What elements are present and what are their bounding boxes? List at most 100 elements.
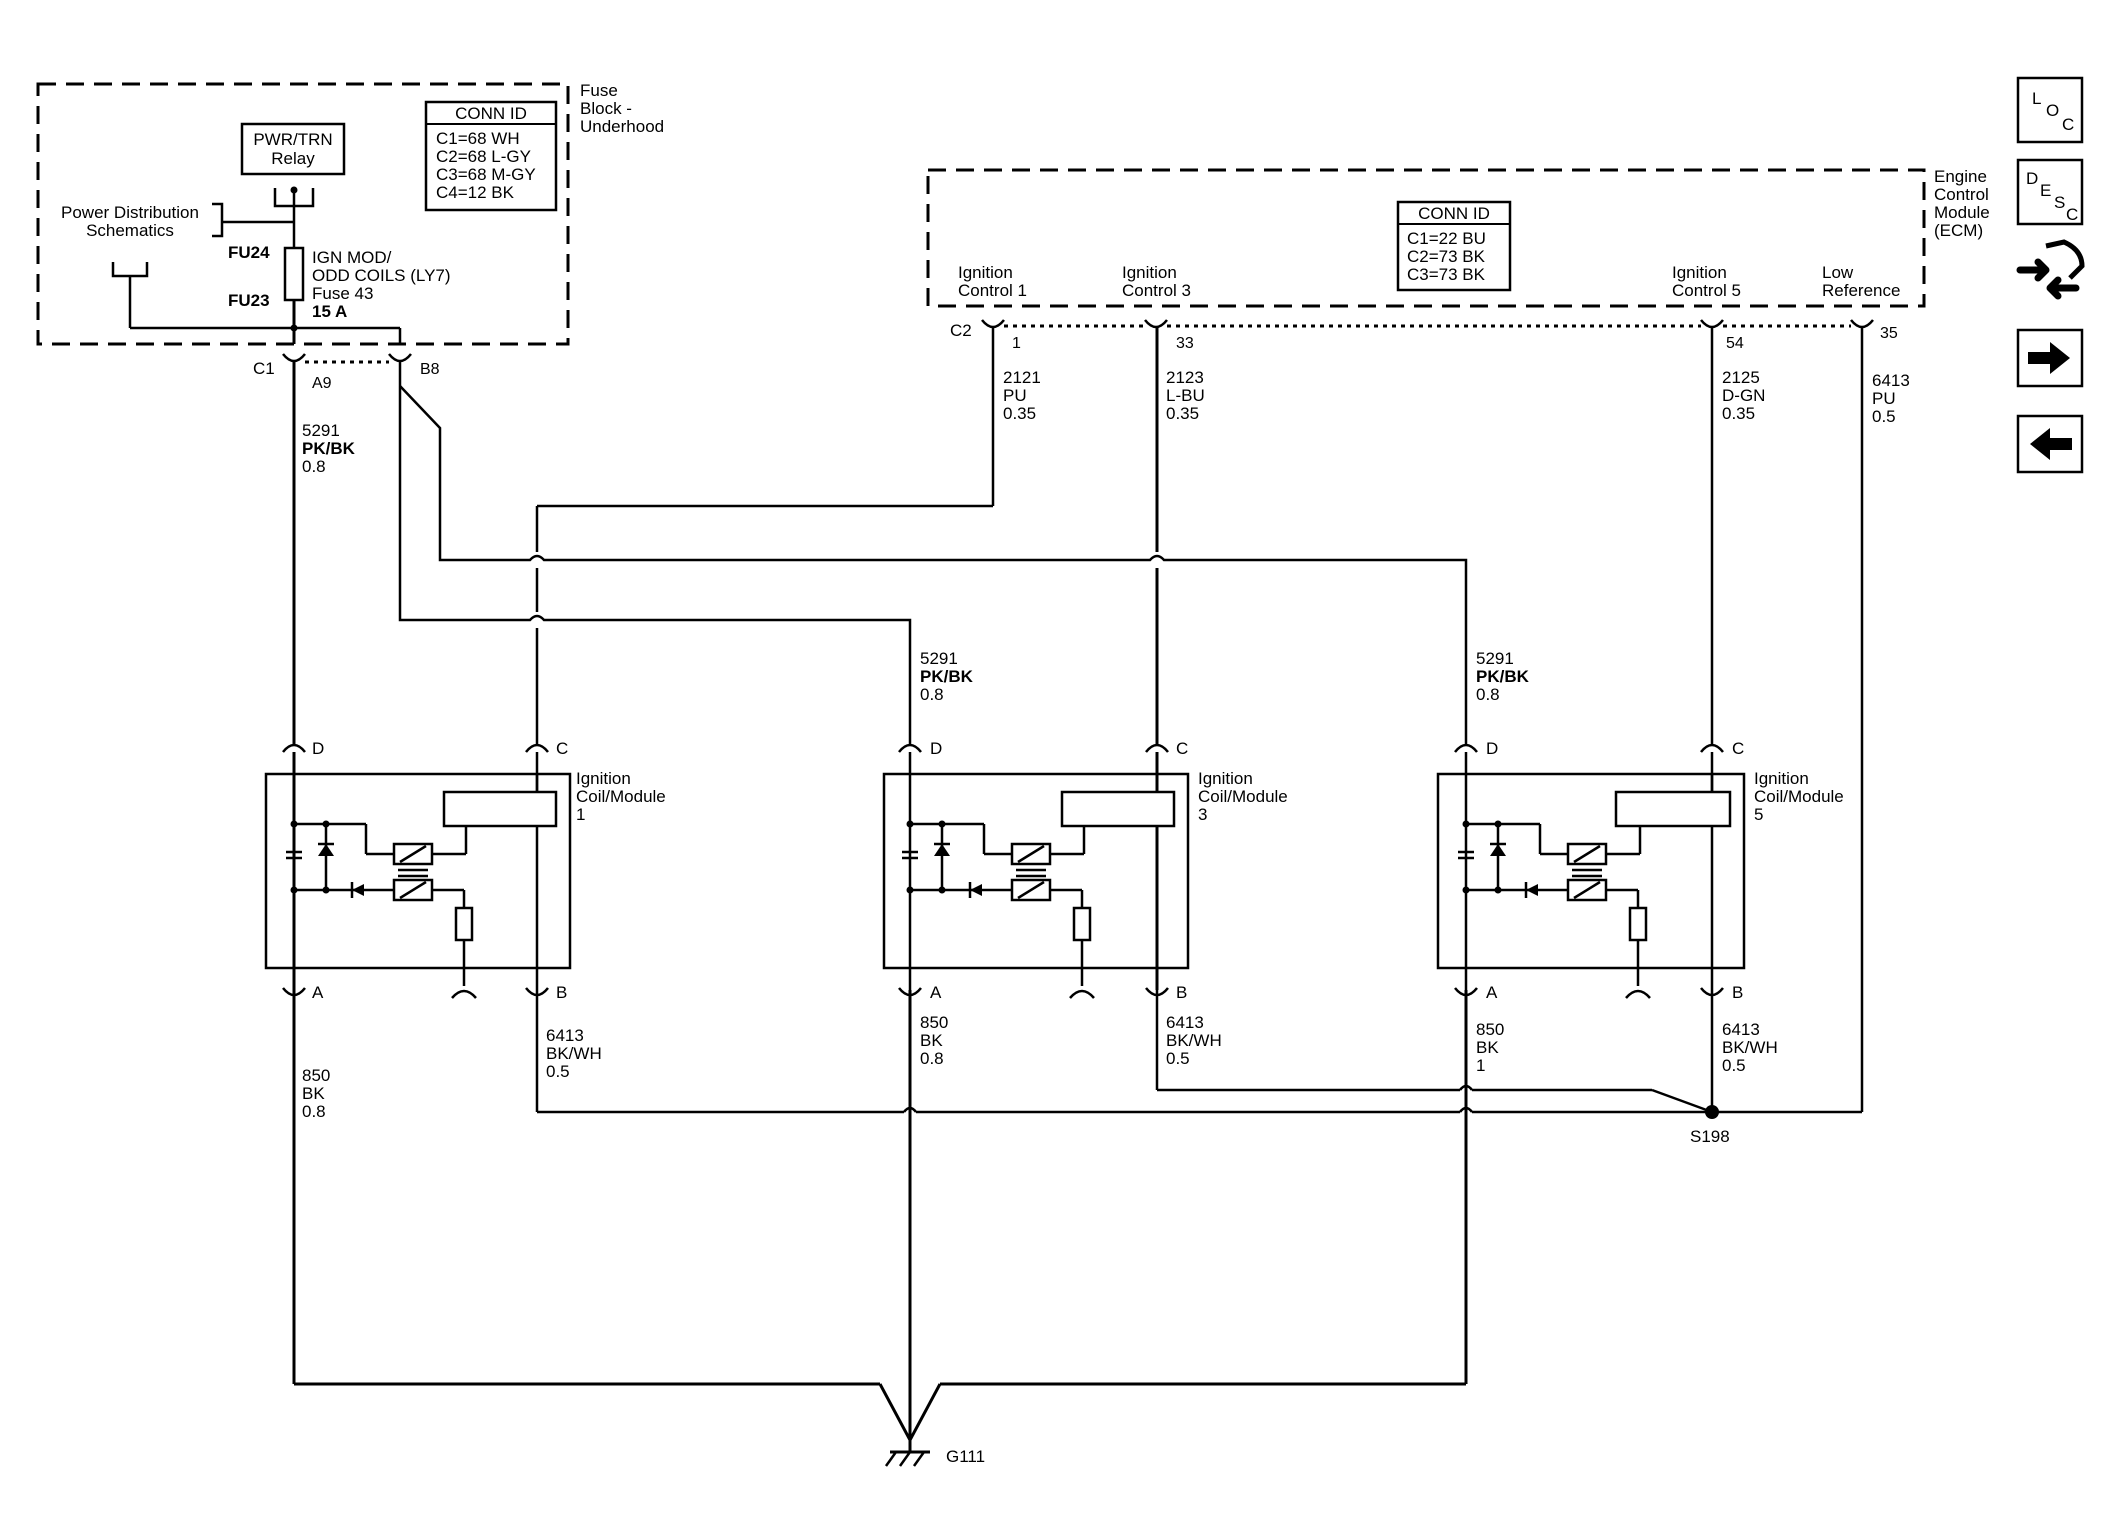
ecm-pin-label-3b: Control 3: [1122, 281, 1191, 300]
svg-text:BK/WH: BK/WH: [1722, 1038, 1778, 1057]
svg-text:850: 850: [1476, 1020, 1504, 1039]
svg-text:Ignition: Ignition: [1198, 769, 1253, 788]
svg-text:2123: 2123: [1166, 368, 1204, 387]
arrow-left-icon: [2030, 428, 2072, 460]
back-button[interactable]: [2016, 414, 2084, 474]
svg-text:A: A: [1486, 983, 1498, 1002]
svg-text:D-GN: D-GN: [1722, 386, 1765, 405]
ecm-pin-35: 35: [1880, 325, 1898, 342]
svg-text:PU: PU: [1872, 389, 1896, 408]
svg-text:5: 5: [1754, 805, 1763, 824]
ecm-conn-id-title: CONN ID: [1418, 204, 1490, 223]
ecm-pin-label-1a: Ignition: [958, 263, 1013, 282]
svg-text:D: D: [312, 739, 324, 758]
c2-label: C2: [950, 321, 972, 340]
desc-button[interactable]: D E S C: [2016, 158, 2084, 226]
svg-text:2125: 2125: [1722, 368, 1760, 387]
svg-text:0.35: 0.35: [1166, 404, 1199, 423]
ecm-label-3: Module: [1934, 203, 1990, 222]
svg-text:C: C: [556, 739, 568, 758]
svg-text:BK: BK: [1476, 1038, 1499, 1057]
ignition-coil-3: D C A B I: [882, 739, 1288, 1002]
wire-ground: G111: [292, 990, 1468, 1467]
ecm-conn-id: [1396, 200, 1512, 292]
svg-text:B: B: [1732, 983, 1743, 1002]
svg-text:BK: BK: [302, 1084, 325, 1103]
pwr-trn-relay: [240, 122, 346, 176]
svg-text:850: 850: [302, 1066, 330, 1085]
fuse-text-4: 15 A: [312, 302, 347, 321]
wire-ctrl-5: 2125 D-GN 0.35: [1710, 326, 1765, 744]
fu23-label: FU23: [228, 291, 270, 310]
svg-text:BK: BK: [920, 1031, 943, 1050]
svg-text:0.8: 0.8: [920, 1049, 944, 1068]
nav-panel: L O C D E S C: [2016, 76, 2085, 474]
svg-text:D: D: [1486, 739, 1498, 758]
wire-ctrl-3: 2123 L-BU 0.35: [1155, 326, 1205, 744]
ecm-conn-id-line-3: C3=73 BK: [1407, 265, 1486, 284]
svg-text:2121: 2121: [1003, 368, 1041, 387]
fuse-block: Fuse Block - Underhood PWR/TRN Relay CON…: [36, 81, 664, 346]
svg-text:0.5: 0.5: [546, 1062, 570, 1081]
svg-text:0.5: 0.5: [1722, 1056, 1746, 1075]
c1-label: C1: [253, 359, 275, 378]
ground-label: G111: [946, 1447, 985, 1466]
connector-c1: C1 A9 B8: [253, 353, 440, 392]
fuse-block-conn-id: [424, 100, 558, 212]
svg-text:Ignition: Ignition: [576, 769, 631, 788]
loc-button[interactable]: L O C: [2016, 76, 2084, 144]
ecm-label-1: Engine: [1934, 167, 1987, 186]
svg-text:0.5: 0.5: [1872, 407, 1896, 426]
svg-text:Ignition: Ignition: [1754, 769, 1809, 788]
svg-text:C: C: [1732, 739, 1744, 758]
fuse-conn-id-line-4: C4=12 BK: [436, 183, 515, 202]
svg-text:L-BU: L-BU: [1166, 386, 1205, 405]
svg-text:6413: 6413: [1166, 1013, 1204, 1032]
svg-text:O: O: [2046, 101, 2059, 120]
svg-text:1: 1: [576, 805, 585, 824]
fuse-text-2: ODD COILS (LY7): [312, 266, 451, 285]
wire-feed-main: 5291 PK/BK 0.8: [292, 362, 356, 744]
svg-text:0.8: 0.8: [1476, 685, 1500, 704]
ecm-pin-label-1b: Control 1: [958, 281, 1027, 300]
fuse-43: [283, 246, 305, 302]
ecm-conn-id-line-1: C1=22 BU: [1407, 229, 1486, 248]
svg-text:6413: 6413: [546, 1026, 584, 1045]
svg-text:5291: 5291: [302, 421, 340, 440]
svg-text:PK/BK: PK/BK: [1476, 667, 1530, 686]
fu24-label: FU24: [228, 243, 270, 262]
svg-text:6413: 6413: [1722, 1020, 1760, 1039]
fuse-text-3: Fuse 43: [312, 284, 373, 303]
svg-text:C: C: [2066, 205, 2078, 224]
svg-text:BK/WH: BK/WH: [546, 1044, 602, 1063]
ecm-pin-label-5b: Control 5: [1672, 281, 1741, 300]
splice-s198: [1705, 1105, 1719, 1119]
fuse-conn-id-title: CONN ID: [455, 104, 527, 123]
svg-text:5291: 5291: [1476, 649, 1514, 668]
svg-text:0.35: 0.35: [1003, 404, 1036, 423]
svg-text:Coil/Module: Coil/Module: [1198, 787, 1288, 806]
arrow-right-icon: [2028, 342, 2070, 374]
splice-label: S198: [1690, 1127, 1730, 1146]
desc-icon: D: [2026, 169, 2038, 188]
wire-low-ref: 6413 PU 0.5: [1712, 326, 1910, 1114]
ecm-label-2: Control: [1934, 185, 1989, 204]
connector-c2: C2 1 33 54 35: [950, 319, 1898, 352]
svg-text:6413: 6413: [1872, 371, 1910, 390]
power-dist-label-1[interactable]: Power Distribution: [61, 203, 199, 222]
fuse-conn-id-line-2: C2=68 L-GY: [436, 147, 531, 166]
pin-a9-label: A9: [312, 375, 332, 392]
ecm: Engine Control Module (ECM) CONN ID C1=2…: [926, 167, 1990, 308]
svg-text:D: D: [930, 739, 942, 758]
ecm-pin-label-lowref-b: Reference: [1822, 281, 1900, 300]
svg-text:B: B: [556, 983, 567, 1002]
arrows-swap-icon[interactable]: [2016, 239, 2085, 300]
forward-button[interactable]: [2016, 328, 2084, 388]
ecm-pin-label-lowref-a: Low: [1822, 263, 1854, 282]
ecm-pin-1: 1: [1012, 335, 1021, 352]
power-dist-label-2[interactable]: Schematics: [86, 221, 174, 240]
svg-text:0.5: 0.5: [1166, 1049, 1190, 1068]
ecm-pin-54: 54: [1726, 335, 1744, 352]
svg-text:C: C: [2062, 115, 2074, 134]
